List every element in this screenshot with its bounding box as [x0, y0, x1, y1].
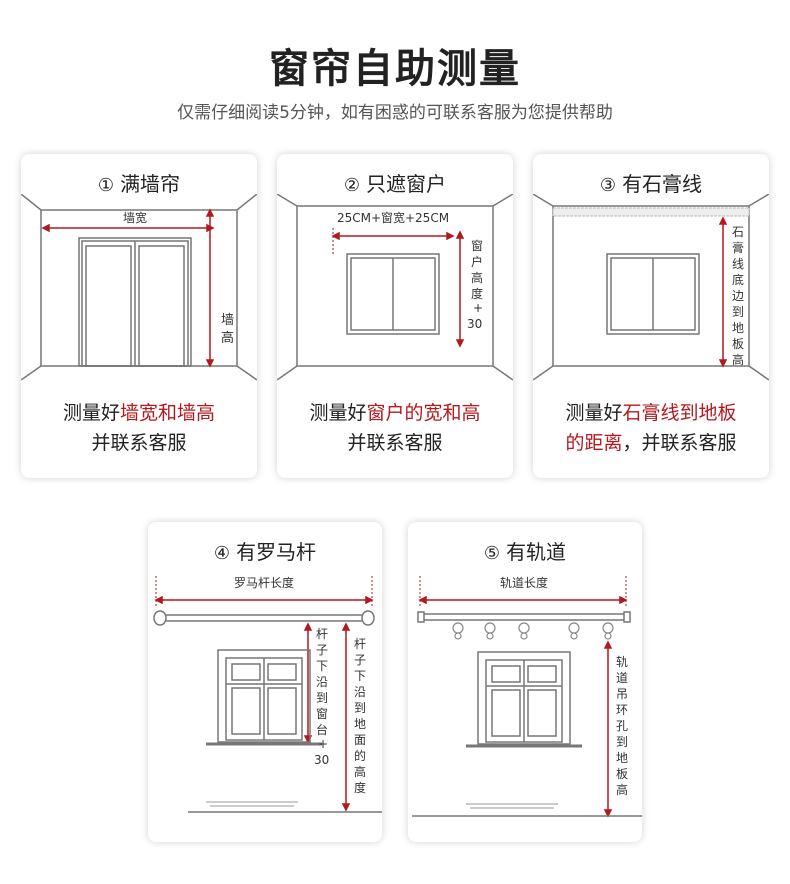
label-rod-length: 罗马杆长度 — [234, 575, 294, 590]
track-rings — [452, 622, 614, 640]
plaster-line-molding — [552, 207, 750, 217]
label-window-height: 窗户高度+30 — [467, 239, 483, 331]
card-desc: 测量好墙宽和墙高 并联系客服 — [62, 402, 216, 454]
label-window-width: 25CM+窗宽+25CM — [337, 210, 449, 225]
label-wall-height-1: 墙 — [221, 313, 234, 328]
card-desc: 测量好窗户的宽和高 并联系客服 — [309, 402, 481, 454]
page-subtitle: 仅需仔细阅读5分钟，如有困惑的可联系客服为您提供帮助 — [177, 103, 613, 123]
diagram-window-only: 25CM+窗宽+25CM 窗户高度+30 — [277, 194, 513, 381]
card-desc: 测量好石膏线到地板 的距离，并联系客服 — [565, 402, 737, 454]
label-rod-to-sill: 杆子下沿到窗台+30 — [314, 627, 329, 767]
label-track-height: 轨道吊环孔到地板高 — [616, 655, 628, 797]
diagram-roman-rod: 罗马杆长度 — [153, 575, 382, 813]
diagram-full-wall: 墙宽 墙 高 — [21, 194, 257, 381]
diagram-track: 轨道长度 — [412, 575, 642, 818]
curtain-track — [417, 611, 631, 623]
label-plaster-height: 石膏线底边到地板高 — [732, 225, 744, 367]
page-title: 窗帘自助测量 — [269, 46, 521, 92]
label-wall-width: 墙宽 — [123, 210, 147, 225]
label-wall-height-2: 高 — [221, 330, 234, 346]
label-track-length: 轨道长度 — [500, 575, 548, 590]
diagram-plaster-line: 石膏线底边到地板高 — [533, 194, 769, 381]
label-rod-to-floor: 杆子下沿到地面的高度 — [354, 637, 366, 795]
roman-rod — [153, 610, 375, 626]
